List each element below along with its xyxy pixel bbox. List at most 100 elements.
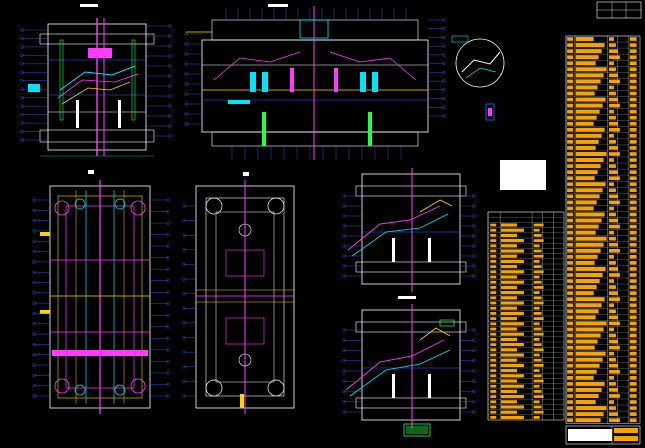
balloon-marker bbox=[168, 134, 172, 138]
bom-large-qty-fill bbox=[608, 315, 618, 320]
bom-large-qty-fill bbox=[608, 91, 616, 96]
bom-small-index-fill bbox=[490, 332, 497, 336]
bom-large-remark-fill bbox=[629, 49, 637, 53]
bom-large-remark-fill bbox=[629, 400, 637, 404]
bom-small-cell-fill bbox=[500, 363, 524, 367]
bom-large-index-fill bbox=[567, 248, 574, 253]
balloon-marker bbox=[20, 87, 24, 91]
balloon-marker bbox=[342, 264, 346, 268]
balloon-marker bbox=[168, 114, 172, 118]
balloon-marker bbox=[182, 365, 186, 369]
bom-small-index-fill bbox=[490, 280, 497, 284]
bom-small-index-fill bbox=[490, 338, 497, 341]
balloon-marker bbox=[342, 389, 346, 394]
bom-large-index-fill bbox=[567, 345, 574, 350]
bom-large-remark-fill bbox=[629, 206, 637, 211]
bom-large-qty-fill bbox=[608, 327, 614, 332]
bom-small-index-fill bbox=[490, 369, 497, 372]
section-view-top-middle bbox=[186, 4, 429, 160]
bom-large-remark-fill bbox=[629, 61, 637, 66]
bom-small-cell-fill bbox=[500, 317, 517, 321]
bom-large-qty-fill bbox=[608, 412, 618, 416]
balloon-marker bbox=[166, 267, 170, 271]
bom-large-cell-fill bbox=[575, 381, 605, 386]
bom-small-qty-fill bbox=[533, 374, 542, 378]
bom-large-index-fill bbox=[567, 127, 574, 132]
balloon-marker bbox=[442, 27, 446, 31]
balloon-marker bbox=[184, 112, 188, 116]
bom-large-remark-fill bbox=[629, 339, 637, 344]
bom-large-qty-fill bbox=[608, 146, 618, 150]
balloon-marker bbox=[342, 369, 346, 373]
bom-large-cell-fill bbox=[575, 369, 597, 374]
bom-large-cell-fill bbox=[575, 218, 602, 223]
balloon-marker bbox=[472, 359, 476, 363]
bom-large-remark-fill bbox=[629, 97, 637, 102]
balloon-marker bbox=[166, 394, 170, 398]
bom-large-remark-fill bbox=[629, 333, 637, 338]
balloon-marker bbox=[168, 24, 172, 28]
bom-large-qty-fill bbox=[608, 182, 614, 187]
bom-large-remark-fill bbox=[629, 388, 637, 392]
bom-large-cell-fill bbox=[575, 400, 596, 405]
bom-small-qty-fill bbox=[533, 312, 542, 315]
bom-large-index-fill bbox=[567, 369, 574, 374]
bom-small-qty-fill bbox=[533, 234, 542, 237]
balloon-marker bbox=[472, 214, 476, 218]
balloon-marker bbox=[472, 274, 476, 278]
bom-large-cell-fill bbox=[575, 375, 594, 380]
bom-large-index-fill bbox=[567, 382, 574, 386]
section-view-right-lower bbox=[345, 304, 467, 437]
bom-large-remark-fill bbox=[629, 121, 637, 126]
bom-large-index-fill bbox=[567, 376, 574, 380]
bom-large-remark-fill bbox=[629, 345, 637, 350]
bom-large-cell-fill bbox=[575, 248, 601, 253]
bom-small-qty-fill bbox=[533, 244, 540, 248]
bom-small-cell-fill bbox=[500, 322, 524, 326]
balloon-marker bbox=[472, 410, 476, 414]
bom-large-qty-fill bbox=[608, 273, 620, 277]
bom-large-cell-fill bbox=[575, 206, 594, 211]
bom-large-index-fill bbox=[567, 315, 574, 320]
bom-large-remark-fill bbox=[629, 37, 637, 41]
balloon-marker bbox=[442, 79, 446, 83]
bom-small-index-fill bbox=[490, 348, 497, 352]
balloon-marker bbox=[166, 371, 170, 375]
bom-large-index-fill bbox=[567, 176, 574, 180]
bom-large-index-fill bbox=[567, 309, 574, 314]
bom-large-cell-fill bbox=[575, 363, 600, 368]
bom-large-remark-fill bbox=[629, 91, 637, 96]
bom-small-index-fill bbox=[490, 379, 497, 383]
balloon-marker bbox=[184, 42, 188, 46]
bom-large-index-fill bbox=[567, 55, 574, 59]
bom-large-index-fill bbox=[567, 61, 574, 66]
bom-large-cell-fill bbox=[575, 43, 605, 48]
bom-large-qty-fill bbox=[608, 248, 620, 253]
bom-large-remark-fill bbox=[629, 363, 637, 368]
bom-large-cell-fill bbox=[575, 254, 598, 259]
bom-small-qty-fill bbox=[533, 379, 544, 383]
balloon-marker bbox=[32, 373, 36, 377]
bom-small-index-fill bbox=[490, 270, 497, 274]
balloon-marker bbox=[342, 410, 346, 414]
bom-small-index-fill bbox=[490, 353, 497, 357]
bom-large-cell-fill bbox=[575, 151, 607, 156]
bom-large-remark-fill bbox=[629, 357, 637, 362]
balloon-marker bbox=[472, 338, 476, 342]
bom-large-cell-fill bbox=[575, 55, 599, 60]
bom-small-cell-fill bbox=[500, 332, 524, 336]
bom-large-qty-fill bbox=[608, 333, 616, 338]
bom-small-qty-fill bbox=[533, 405, 542, 409]
title-block-top bbox=[596, 1, 642, 19]
bom-large-index-fill bbox=[567, 273, 574, 277]
bom-small-qty-fill bbox=[533, 353, 540, 357]
bom-small-index-fill bbox=[490, 301, 497, 305]
balloon-marker bbox=[472, 400, 476, 404]
balloon-marker bbox=[184, 122, 188, 126]
balloon-marker bbox=[182, 277, 186, 281]
bom-large-cell-fill bbox=[575, 182, 606, 187]
balloon-marker bbox=[20, 28, 24, 32]
bom-large-index-fill bbox=[567, 321, 574, 326]
balloon-marker bbox=[166, 221, 170, 225]
bom-small-cell-fill bbox=[500, 301, 524, 305]
